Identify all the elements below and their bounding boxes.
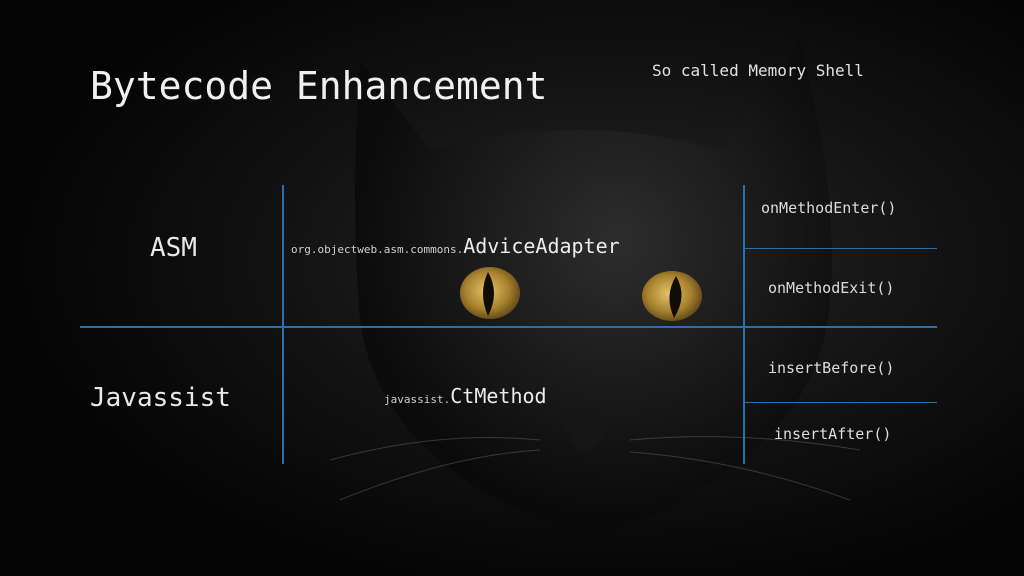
slide-title: Bytecode Enhancement [90,64,548,108]
grid-line-vertical-left [282,185,284,464]
method-on-method-exit: onMethodExit() [768,279,895,297]
grid-line-horizontal-middle [80,326,937,328]
cat-eye-right-icon [642,271,702,321]
method-on-method-enter: onMethodEnter() [761,199,897,217]
grid-line-asm-methods [745,248,937,249]
library-javassist-label: Javassist [90,383,231,413]
javassist-package-name: javassist. [384,393,451,406]
javassist-class-name: CtMethod [450,384,547,408]
javassist-class-path: javassist.CtMethod [384,384,547,408]
asm-package-name: org.objectweb.asm.commons. [291,243,464,256]
asm-class-name: AdviceAdapter [463,234,620,258]
grid-line-javassist-methods [745,402,937,403]
library-asm-label: ASM [150,233,197,263]
slide-subtitle: So called Memory Shell [652,61,864,80]
grid-line-vertical-right [743,185,745,464]
asm-class-path: org.objectweb.asm.commons.AdviceAdapter [291,234,620,258]
method-insert-before: insertBefore() [768,359,895,377]
cat-eye-left-icon [460,267,520,319]
method-insert-after: insertAfter() [774,425,892,443]
